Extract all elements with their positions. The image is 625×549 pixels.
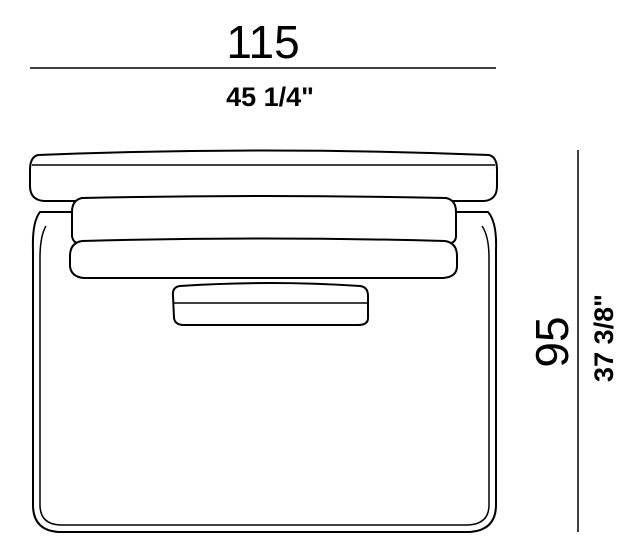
width-dimension: 115 45 1/4" bbox=[30, 16, 496, 112]
back-cushion bbox=[71, 195, 457, 245]
backrest bbox=[29, 149, 498, 202]
seat-base-inner-edge bbox=[39, 225, 490, 526]
width-imperial-label: 45 1/4" bbox=[226, 82, 314, 112]
sofa-module bbox=[29, 149, 498, 533]
width-metric-label: 115 bbox=[226, 16, 299, 68]
seat-cushion bbox=[69, 237, 458, 279]
depth-metric-label: 95 bbox=[526, 316, 578, 367]
depth-imperial-label: 37 3/8" bbox=[589, 294, 619, 382]
seat-base bbox=[31, 211, 498, 533]
loose-cushion bbox=[171, 282, 369, 326]
depth-dimension: 95 37 3/8" bbox=[526, 150, 619, 532]
